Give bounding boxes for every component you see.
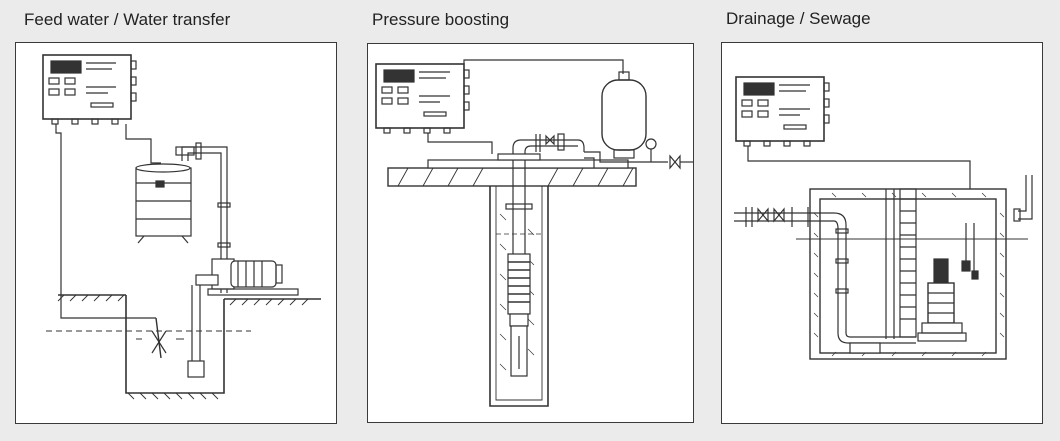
diagram-pressure-boosting xyxy=(367,43,694,423)
panel-title-drainage-sewage: Drainage / Sewage xyxy=(726,9,871,28)
diagram-feed-water xyxy=(15,42,337,424)
control-panel-device xyxy=(42,54,137,125)
control-panel-device xyxy=(375,63,470,134)
control-panel-device xyxy=(735,76,830,147)
diagram-drainage-sewage xyxy=(721,42,1043,424)
panel-title-feed-water: Feed water / Water transfer xyxy=(24,10,231,29)
float-switch xyxy=(151,317,167,359)
submersible-pump xyxy=(505,154,533,377)
pressure-tank xyxy=(601,71,647,159)
panel-title-pressure-boosting: Pressure boosting xyxy=(372,10,510,29)
discharge-pipe xyxy=(734,207,916,354)
surface-pump xyxy=(195,258,299,296)
water-tank xyxy=(135,163,192,244)
sewage-pump xyxy=(917,258,967,342)
float-switch xyxy=(961,223,979,280)
